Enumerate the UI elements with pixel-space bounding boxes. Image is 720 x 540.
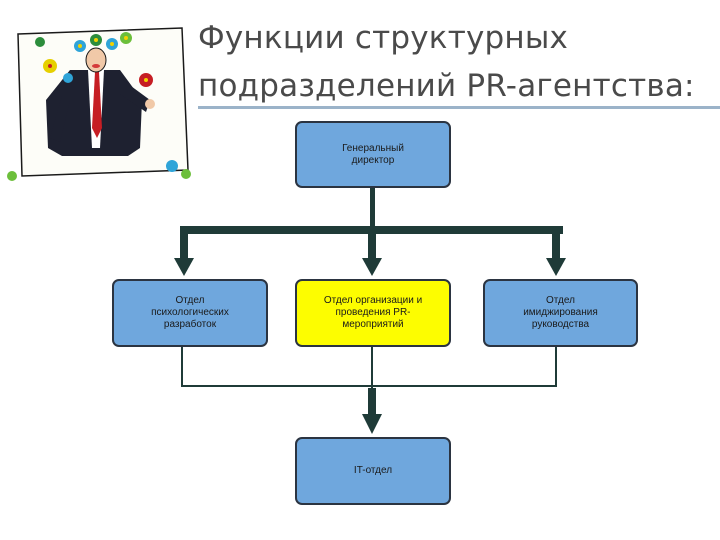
dept-pr-events-box: Отдел организации и проведения PR- мероп…	[295, 279, 451, 347]
businessman-illustration-icon	[7, 27, 191, 181]
connector-bottom-left	[181, 345, 372, 387]
connector-top-bar	[180, 226, 563, 234]
connector-arrow-it-shaft	[368, 388, 376, 416]
dept-psych-box: Отдел психологических разработок	[112, 279, 268, 347]
connector-arrow-center-head	[362, 258, 382, 276]
connector-arrow-right-head	[546, 258, 566, 276]
connector-trunk	[370, 186, 375, 228]
it-dept-box: IT-отдел	[295, 437, 451, 505]
connector-arrow-left-head	[174, 258, 194, 276]
slide-title-line-2: подразделений PR-агентства:	[198, 68, 695, 104]
connector-arrow-right-shaft	[552, 232, 560, 260]
connector-bottom-right	[372, 345, 557, 387]
title-underline	[198, 106, 720, 109]
connector-arrow-it-head	[362, 414, 382, 434]
connector-arrow-center-shaft	[368, 232, 376, 260]
director-box: Генеральный директор	[295, 121, 451, 188]
dept-image-box: Отдел имиджирования руководства	[483, 279, 638, 347]
slide-title-line-1: Функции структурных	[198, 20, 569, 56]
connector-arrow-left-shaft	[180, 232, 188, 260]
